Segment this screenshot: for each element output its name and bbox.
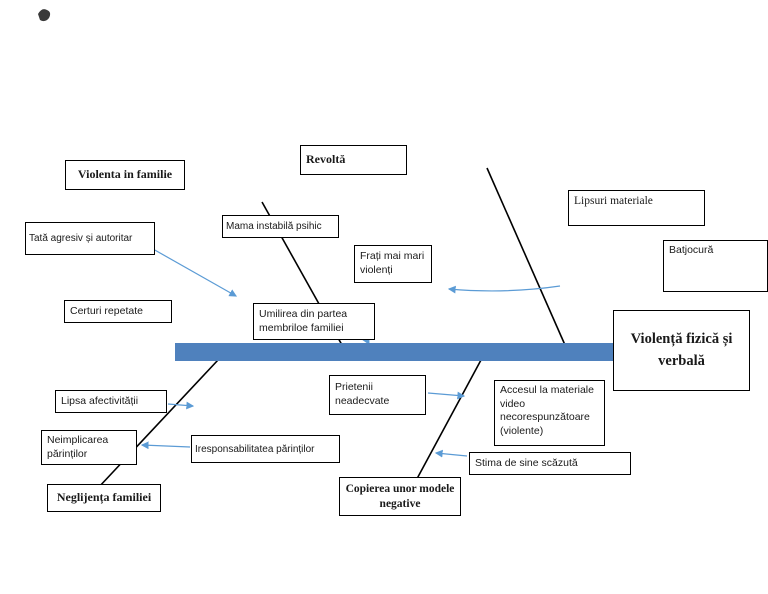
node-batjocura: Batjocură: [663, 240, 768, 292]
node-stima-de-sine: Stima de sine scăzută: [469, 452, 631, 475]
node-iresponsabilitatea-parintilor: Iresponsabilitatea părinților: [191, 435, 340, 463]
node-certuri-repetate: Certuri repetate: [64, 300, 172, 323]
arrow-lipsa-afectivitatii-to-rib: [167, 401, 195, 410]
node-mama-instabila: Mama instabilă psihic: [222, 215, 339, 238]
node-effect-violenta-fizica-verbala: Violență fizică și verbală: [613, 310, 750, 391]
node-copierea-modele-negative: Copierea unor modele negative: [339, 477, 461, 516]
node-lipsa-afectivitatii: Lipsa afectivității: [55, 390, 167, 413]
rib-top-middle-line: [486, 167, 566, 346]
node-tata-agresiv: Tată agresiv și autoritar: [25, 222, 155, 255]
arrow-tata-agresiv-to-rib: [152, 248, 238, 297]
node-prietenii-neadecvate: Prietenii neadecvate: [329, 375, 426, 415]
scan-artifact: [38, 9, 51, 22]
arrow-lipsuri-to-frati: [447, 285, 561, 294]
arrow-iresponsabilitatea-to-neimplicarea: [140, 441, 191, 450]
arrow-prietenii-to-rib: [427, 391, 466, 400]
node-revolta: Revoltă: [300, 145, 407, 175]
rib-bottom-left-line: [97, 359, 219, 489]
arrow-stima-to-rib: [434, 449, 468, 458]
node-accesul-materiale-video: Accesul la materiale video necorespunzăt…: [494, 380, 605, 446]
node-neimplicarea-parintilor: Neimplicarea părinților: [41, 430, 137, 465]
node-neglijenta-familiei: Neglijența familiei: [47, 484, 161, 512]
node-violenta-in-familie: Violenta in familie: [65, 160, 185, 190]
node-frati-mai-mari: Frați mai mari violenți: [354, 245, 432, 283]
node-umilirea: Umilirea din partea membriloe familiei: [253, 303, 375, 340]
rib-bottom-middle-line: [411, 359, 482, 489]
node-lipsuri-materiale: Lipsuri materiale: [568, 190, 705, 226]
fishbone-spine: [175, 343, 617, 361]
